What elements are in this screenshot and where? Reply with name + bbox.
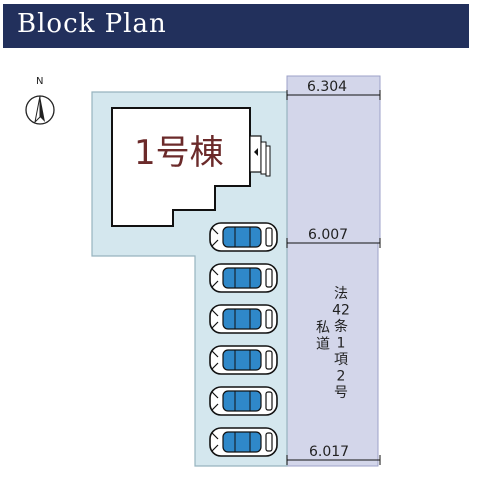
entrance-steps bbox=[249, 135, 271, 177]
dimension-middle: 6.007 bbox=[286, 227, 381, 248]
road-private-label: 私道 bbox=[316, 320, 330, 353]
parked-car-icon bbox=[209, 222, 278, 252]
road-type-char: 条 bbox=[334, 318, 348, 335]
north-arrow: N bbox=[25, 76, 55, 125]
building-footprint bbox=[111, 107, 251, 227]
parked-car-icon bbox=[209, 304, 278, 334]
building-label: 1号棟 bbox=[134, 133, 224, 173]
header-bar: Block Plan bbox=[3, 4, 469, 48]
road-type-char: 2 bbox=[337, 369, 346, 385]
road-type-char: 42 bbox=[332, 303, 350, 319]
parked-car-icon bbox=[209, 345, 278, 375]
page-title: Block Plan bbox=[17, 9, 167, 39]
road-type-char: 号 bbox=[334, 385, 348, 401]
road-type-char: 項 bbox=[334, 352, 348, 368]
dimension-bottom-label: 6.017 bbox=[309, 444, 349, 460]
dimension-top: 6.304 bbox=[286, 79, 381, 100]
road-private-char: 私 bbox=[316, 320, 330, 336]
private-road bbox=[286, 75, 381, 467]
dimension-middle-label: 6.007 bbox=[308, 227, 348, 243]
road-type-char: 1 bbox=[337, 336, 346, 352]
road-private-char: 道 bbox=[316, 337, 330, 353]
parked-car-icon bbox=[209, 427, 278, 457]
parked-car-icon bbox=[209, 386, 278, 416]
road-type-char: 法 bbox=[334, 286, 348, 302]
compass-label: N bbox=[36, 76, 43, 87]
dimension-bottom: 6.017 bbox=[286, 444, 381, 465]
parked-car-icon bbox=[209, 263, 278, 293]
dimension-top-label: 6.304 bbox=[307, 79, 347, 95]
parking-area bbox=[209, 222, 278, 457]
